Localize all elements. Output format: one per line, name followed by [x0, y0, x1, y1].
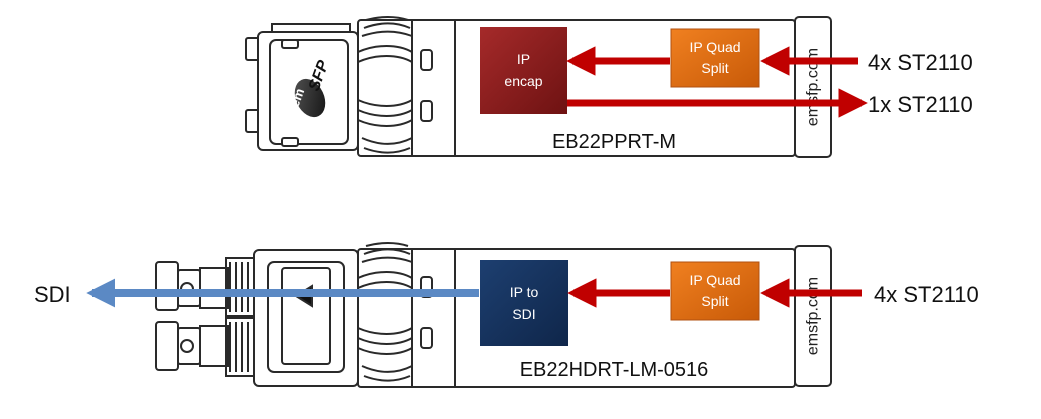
block-quad-top-line2: Split: [701, 60, 728, 76]
block-ip-encap-line2: encap: [504, 73, 542, 89]
top-grip-ridges: [357, 16, 413, 154]
bottom-side-label: emsfp.com: [805, 277, 822, 355]
emsfp-logo: em SFP: [287, 58, 333, 118]
block-ip-quad-split-top: [670, 28, 760, 88]
block-ip-to-sdi-line2: SDI: [512, 306, 535, 322]
block-ip-to-sdi-line1: IP to: [510, 284, 539, 300]
block-ip-quad-split-bottom: [670, 261, 760, 321]
top-input-label: 4x ST2110: [868, 50, 973, 75]
block-quad-bottom-line2: Split: [701, 293, 728, 309]
bottom-rear-tab: [794, 245, 832, 387]
top-side-label: emsfp.com: [805, 48, 822, 126]
block-ip-encap: [480, 27, 567, 114]
block-ip-to-sdi: [480, 260, 568, 346]
top-rear-tab: [794, 16, 832, 158]
module-top: em SFP: [245, 16, 832, 158]
top-model-label: EB22PPRT-M: [552, 131, 676, 153]
bottom-model-label: EB22HDRT-LM-0516: [520, 359, 709, 381]
block-quad-bottom-line1: IP Quad: [689, 272, 740, 288]
bottom-output-label: SDI: [34, 282, 71, 307]
bottom-grip-ridges: [357, 242, 413, 382]
block-ip-encap-line1: IP: [517, 51, 530, 67]
logo-prefix: em: [287, 86, 308, 109]
bnc-connectors: [155, 257, 255, 377]
top-output-label: 1x ST2110: [868, 92, 973, 117]
bottom-input-label: 4x ST2110: [874, 282, 979, 307]
block-quad-top-line1: IP Quad: [689, 39, 740, 55]
